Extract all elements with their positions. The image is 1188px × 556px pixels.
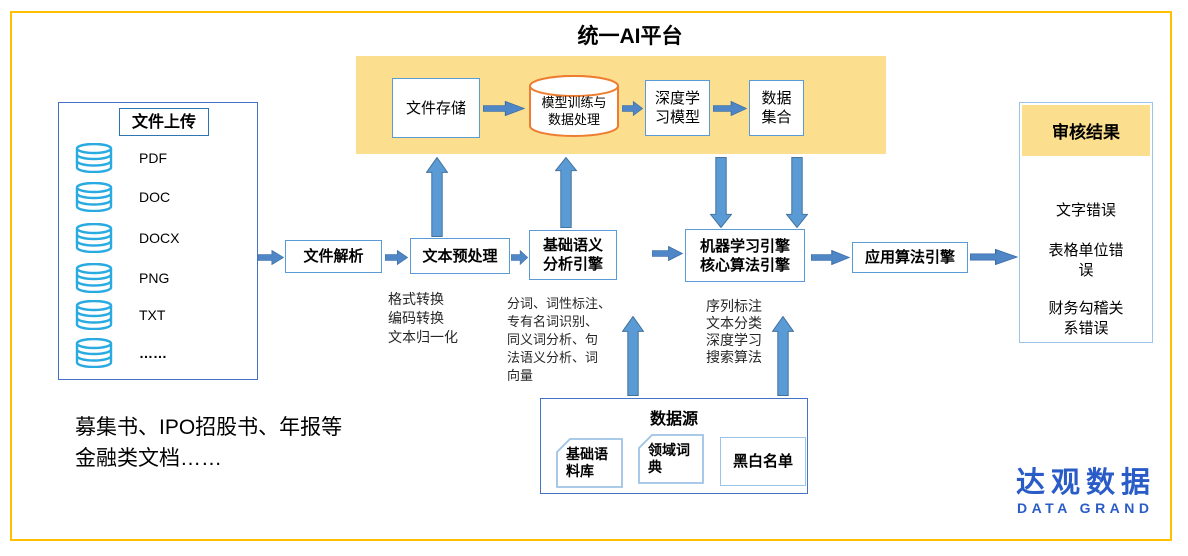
- file-type-label: TXT: [139, 307, 166, 323]
- file-type-row: PDF: [75, 143, 167, 173]
- page-title: 统一AI平台: [577, 25, 683, 48]
- cylinder-label: 模型训练与: [541, 95, 607, 110]
- file-type-row: DOCX: [75, 223, 179, 253]
- outer-border: [10, 11, 1172, 541]
- database-icon: [75, 300, 113, 330]
- data-collection-node: 数据 集合: [749, 80, 804, 136]
- arrow-up-icon: [426, 157, 448, 237]
- file-type-row: TXT: [75, 300, 165, 330]
- database-icon: [75, 182, 113, 212]
- text-preprocessing-node: 文本预处理: [410, 238, 510, 274]
- file-parsing-node: 文件解析: [285, 240, 382, 273]
- file-upload-panel: 文件上传 PDF DOC: [58, 102, 258, 380]
- arrow-up-icon: [555, 157, 577, 228]
- arrow-down-icon: [786, 157, 808, 228]
- semantic-analysis-engine-node: 基础语义 分析引擎: [529, 230, 617, 280]
- database-icon: [75, 338, 113, 368]
- preprocessing-annotation: 格式转换 编码转换 文本归一化: [388, 291, 458, 345]
- arrow-up-icon: [622, 316, 644, 396]
- audit-results-header: 审核结果: [1022, 105, 1150, 156]
- arrow-up-icon: [772, 316, 794, 396]
- result-item: 文字错误: [1055, 202, 1116, 219]
- file-type-label: ……: [139, 345, 167, 361]
- arrow-right-icon: [258, 250, 284, 265]
- document-types-caption: 募集书、IPO招股书、年报等 金融类文档……: [75, 416, 343, 470]
- arrow-right-icon: [713, 101, 747, 116]
- arrow-right-icon: [483, 101, 525, 116]
- file-type-row: DOC: [75, 182, 170, 212]
- arrow-right-icon: [970, 249, 1018, 265]
- database-icon: [75, 143, 113, 173]
- deep-learning-model-node: 深度学 习模型: [645, 80, 710, 136]
- corpus-node: 基础语 料库: [556, 438, 623, 488]
- blacklist-whitelist-node: 黑白名单: [720, 437, 806, 486]
- database-icon: [75, 223, 113, 253]
- file-type-label: PNG: [139, 270, 170, 286]
- file-storage-node: 文件存储: [392, 78, 480, 138]
- application-engine-node: 应用算法引擎: [852, 242, 968, 273]
- data-source-title: 数据源: [649, 411, 698, 428]
- file-type-row: ……: [75, 338, 167, 368]
- logo-cn: 达观数据: [1016, 467, 1157, 499]
- arrow-right-icon: [511, 250, 528, 265]
- file-type-label: DOCX: [139, 230, 180, 246]
- file-type-row: PNG: [75, 263, 169, 293]
- semantic-annotation: 分词、词性标注、 专有名词识别、 同义词分析、句 法语义分析、词 向量: [507, 296, 612, 383]
- file-upload-title: 文件上传: [119, 108, 209, 136]
- result-item: 表格单位错 误: [1048, 242, 1124, 279]
- domain-dictionary-node: 领域词 典: [638, 434, 704, 484]
- arrow-right-icon: [652, 246, 683, 261]
- logo-en: DATA GRAND: [1017, 500, 1154, 516]
- file-type-label: PDF: [139, 150, 167, 166]
- audit-results-panel: 审核结果 文字错误 表格单位错 误 财务勾稽关 系错误: [1019, 102, 1153, 343]
- database-icon: [75, 263, 113, 293]
- result-item: 财务勾稽关 系错误: [1048, 300, 1124, 337]
- model-training-cylinder: 模型训练与 数据处理: [528, 74, 620, 138]
- file-type-label: DOC: [139, 189, 171, 205]
- ml-engine-node: 机器学习引擎 核心算法引擎: [685, 229, 805, 282]
- arrow-right-icon: [622, 101, 643, 116]
- arrow-right-icon: [385, 250, 408, 265]
- data-source-panel: 数据源 基础语 料库 领域词 典 黑白名单: [540, 398, 808, 494]
- ml-annotation: 序列标注 文本分类 深度学习 搜索算法: [706, 298, 762, 365]
- cylinder-label: 数据处理: [547, 112, 600, 127]
- arrow-down-icon: [710, 157, 732, 228]
- arrow-right-icon: [811, 250, 850, 265]
